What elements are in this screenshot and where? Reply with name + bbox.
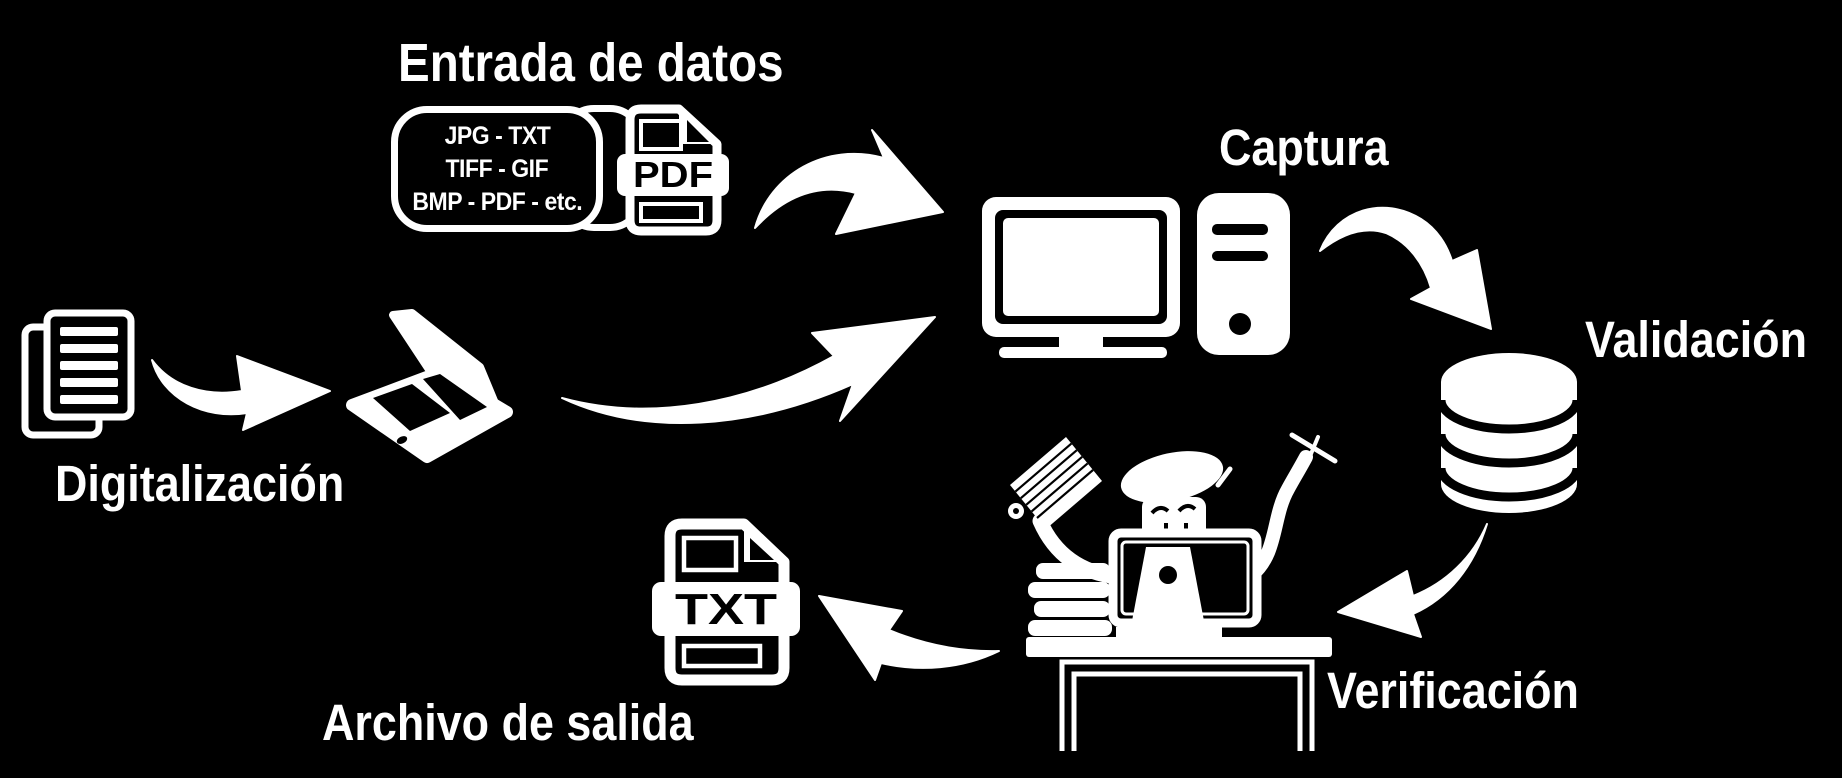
pdf-band (617, 154, 729, 196)
hand-grip-hole (1013, 508, 1019, 514)
desktop-computer-icon (982, 193, 1290, 358)
txt-file-icon: TXT (652, 518, 800, 686)
operator-hair (1120, 451, 1224, 503)
tower-power-button (1229, 313, 1251, 335)
documents-icon (21, 309, 135, 439)
desk-frame (1059, 659, 1315, 751)
monitor-cable-hole (1159, 566, 1177, 584)
page-text-lines (60, 327, 118, 404)
desk-top (1026, 637, 1332, 657)
scanner-button (396, 436, 408, 444)
operator-head (1120, 451, 1233, 541)
monitor-neck (1059, 337, 1103, 347)
arrow-validacion-to-verificacion (1337, 523, 1488, 638)
formats-line-1: JPG - TXT (444, 121, 550, 150)
pdf-bottom-window (639, 202, 703, 223)
pen-in-hand (1289, 432, 1338, 464)
archivo-de-salida-label: Archivo de salida (322, 694, 694, 751)
txt-fold-notch (750, 538, 774, 560)
held-paper (1008, 437, 1102, 529)
tower-vent-1 (1212, 224, 1268, 235)
entrada-de-datos-label: Entrada de datos (398, 33, 784, 93)
operator-desk-icon (1008, 432, 1338, 751)
txt-badge-text: TXT (675, 585, 777, 634)
txt-bottom-window (681, 643, 763, 669)
operator-eyes (1150, 504, 1197, 531)
arrow-documents-to-scanner (151, 355, 331, 431)
txt-top-window (681, 535, 739, 573)
database-icon (1437, 353, 1581, 513)
monitor-screen (1003, 218, 1159, 316)
arrow-scanner-to-computer (561, 316, 936, 425)
tower-vent-2 (1212, 251, 1268, 261)
pdf-badge-text: PDF (633, 154, 713, 195)
txt-band (652, 582, 800, 636)
arrow-verificacion-to-txt (818, 595, 1000, 681)
formats-line-3: BMP - PDF - etc. (412, 187, 582, 216)
pdf-top-window (639, 119, 683, 151)
arrow-captura-to-validacion (1319, 206, 1492, 330)
operator-right-arm (1245, 450, 1313, 582)
formats-line-2: TIFF - GIF (445, 154, 549, 183)
desk-frame-inner (1064, 664, 1310, 751)
hair-strand (1215, 466, 1233, 488)
database-disc-gaps (1437, 399, 1581, 502)
digitalizacion-label: Digitalización (55, 455, 345, 512)
scanner-glass-left (373, 384, 450, 431)
verificacion-label: Verificación (1327, 662, 1579, 719)
input-formats-box: JPG - TXT TIFF - GIF BMP - PDF - etc. (391, 106, 603, 232)
monitor-base (999, 347, 1167, 358)
pdf-file-icon: PDF (617, 104, 729, 236)
scanner-glass-right (423, 374, 487, 420)
arrow-pdf-to-computer (754, 129, 944, 235)
monitor-foot-bar (1116, 627, 1222, 637)
book-stack (1028, 563, 1112, 636)
captura-label: Captura (1219, 119, 1389, 176)
validacion-label: Validación (1585, 311, 1807, 368)
pdf-fold-notch (687, 120, 709, 142)
scanner-icon (346, 309, 513, 463)
